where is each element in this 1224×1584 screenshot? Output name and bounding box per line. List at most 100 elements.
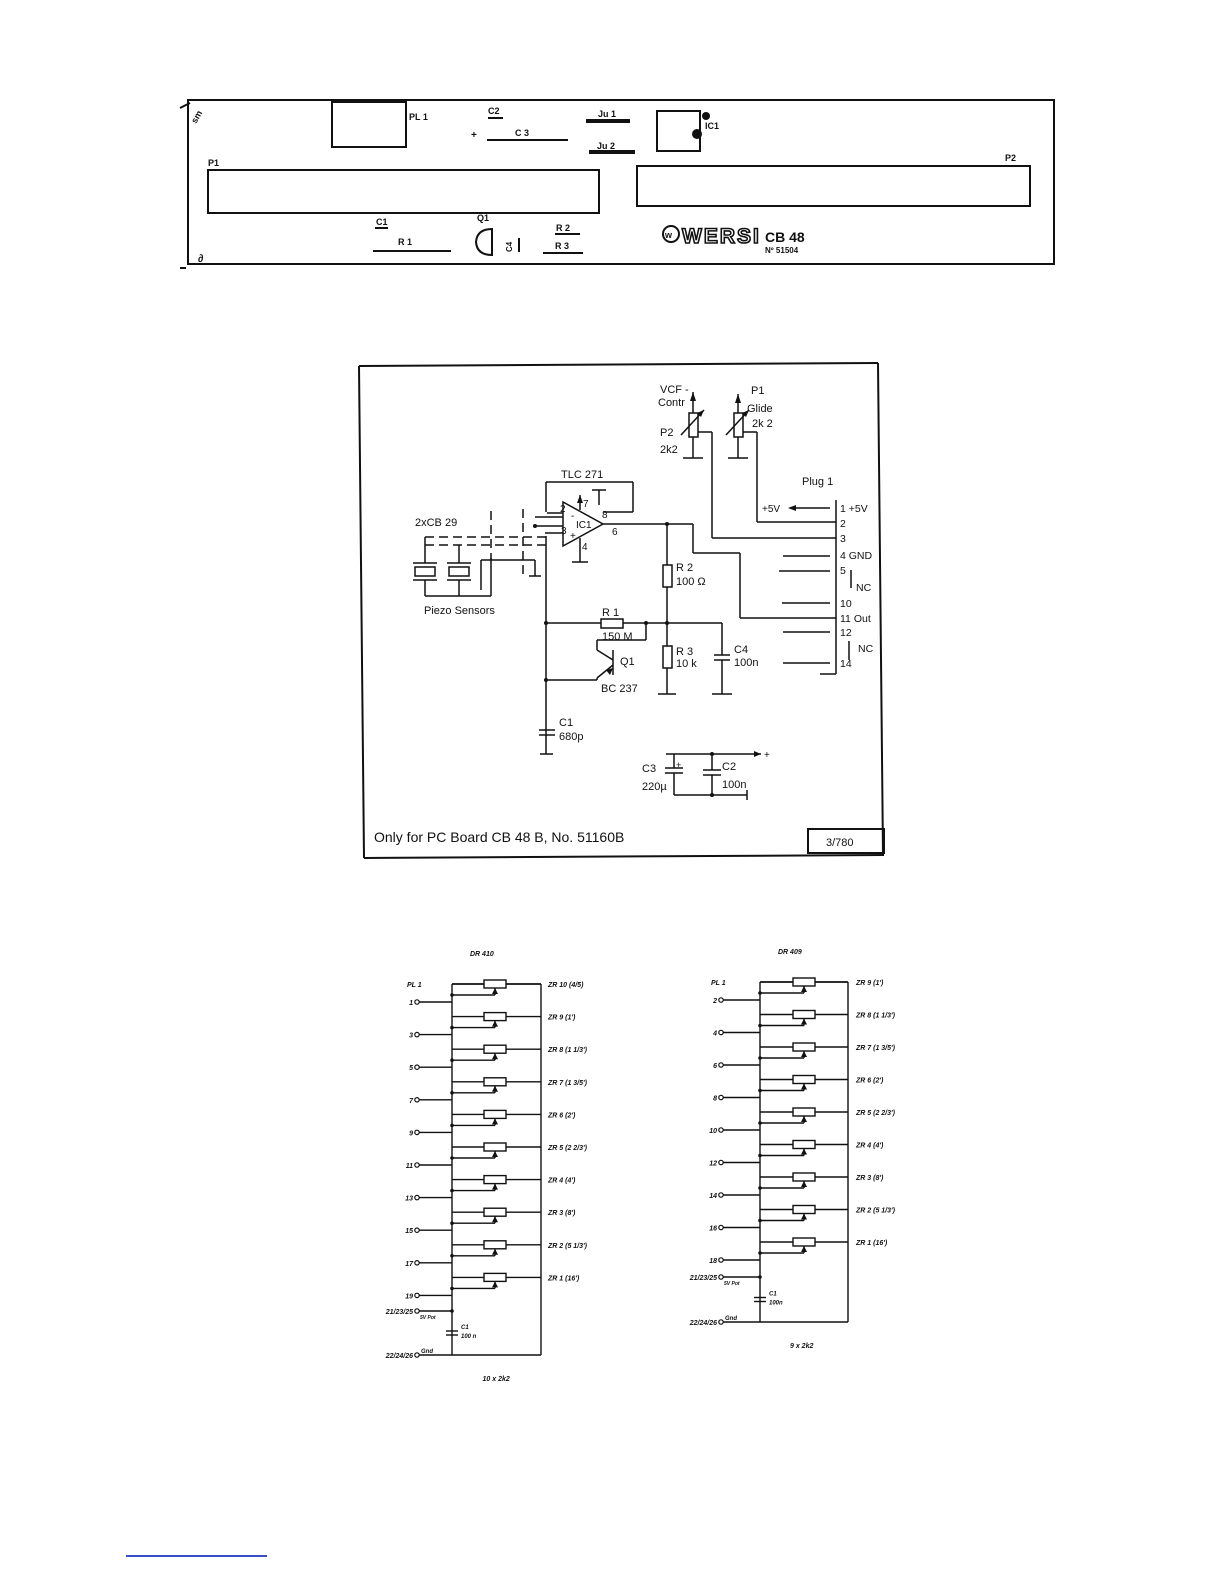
drawbar-pin: 1 [409,1000,413,1007]
ref-box [807,828,885,854]
sch-pin-8: 8 [602,510,608,521]
drawbar-pin: 9 [409,1130,413,1137]
sch-label-c3: C3 [642,763,656,775]
plug-pin: 4 GND [840,550,873,562]
sch-label-q1: Q1 [620,656,635,668]
sch-label-r3: R 3 [676,646,693,658]
sch-label-c3val: 220µ [642,781,667,793]
pcb-label-ic1: IC1 [705,121,719,131]
drawbar-gnd-label: Gnd [421,1349,433,1355]
sch-label-r2val: 100 Ω [676,576,706,588]
drawbar-cap: C1 [769,1292,777,1298]
drawbar-pin: 12 [709,1161,717,1168]
drawbar-pin: 3 [409,1033,413,1040]
sch-label-r2: R 2 [676,562,693,574]
pcb-label-c3: C 3 [515,128,529,138]
drawbar-pot [483,1207,507,1217]
drawbar-pin: 7 [409,1098,414,1105]
sch-pin-4: 4 [582,542,588,553]
drawbar-pin: 10 [709,1128,717,1135]
q1-footprint [474,227,493,257]
drawbar-title: DR 410 [470,951,494,958]
drawbar-pot [792,1139,816,1150]
sch-label-ic1: IC1 [576,520,592,531]
drawbar-label: ZR 10 (4/5) [547,982,584,989]
pcb-label-pl1: PL 1 [409,112,428,122]
sch-label-r1val: 150 M [602,631,633,643]
drawbar-label: ZR 3 (8') [855,1175,884,1182]
sch-label-p1val: 2k 2 [752,418,773,430]
pcb-label-p2: P2 [1005,153,1016,163]
drawbar-supply-label: 5V Pot [420,1315,436,1321]
drawbar-gnd-label: Gnd [725,1316,737,1322]
sch-pin-6: 6 [612,527,618,538]
drawbar-pot [483,1240,507,1250]
sch-label-bc: BC 237 [601,683,638,695]
drawbar-pin: 13 [405,1196,413,1203]
drawbar-supply-label: 5V Pot [724,1281,740,1287]
wersi-logo-icon: w WERSI [662,224,760,249]
sch-label-r1: R 1 [602,607,619,619]
drawbar-label: ZR 6 (2') [547,1112,576,1119]
sch-label-railplus: + [764,750,770,761]
plug-pin: 10 [840,598,852,610]
drawbar-pin: 19 [405,1293,413,1300]
pcb-label-c4: C4 [505,241,514,252]
drawbar-pot [483,1077,507,1087]
pcb-label-q1: Q1 [477,213,489,223]
drawbar-label: ZR 6 (2') [855,1078,884,1085]
drawbar-pin: 4 [712,1031,717,1038]
pcb-label-c1: C1 [376,217,388,227]
drawbar-pot [792,1204,816,1215]
drawbar-pot [483,1272,507,1283]
p1-connector [207,169,600,214]
pcb-outline [187,99,1055,265]
drawbar-supply: 21/23/25 [385,1309,413,1316]
drawbar-supply: 21/23/25 [689,1275,717,1282]
drawbar-label: ZR 1 (16') [547,1275,580,1282]
pcb-label-r1: R 1 [398,237,412,247]
drawbar-label: ZR 4 (4') [547,1178,576,1185]
drawbar-pot [792,1009,816,1020]
drawbar-gnd: 22/24/26 [689,1320,717,1327]
sch-pin-2: 2 [560,504,566,515]
svg-text:∂: ∂ [198,253,204,265]
pcb-number: Nº 51504 [765,246,799,255]
sch-label-p2: P2 [660,427,673,439]
drawbar-pin: 18 [709,1258,717,1265]
drawbar-count: 9 x 2k2 [790,1343,813,1350]
plug-pin: 14 [840,658,852,670]
plug-pin: 5 [840,565,846,577]
drawbar-label: ZR 9 (1') [855,980,884,987]
plug-pin: 3 [840,533,846,545]
pcb-label-r3: R 3 [555,241,569,251]
pcb-label-c2: C2 [488,106,500,116]
plug-pin-list: 1 +5V 2 3 4 GND 5 10 11 Out 12 14 NC NC [840,503,874,670]
plug-pin: 1 +5V [840,503,868,515]
drawbar-pot [483,1044,507,1054]
drawbar-pin: 8 [713,1096,717,1103]
sch-label-c1: C1 [559,717,573,729]
p2-connector [636,165,1031,207]
drawbar-pot [792,1042,816,1052]
plug-pin: 11 Out [840,613,871,625]
sch-label-c2: C2 [722,761,736,773]
drawbar-cap-val: 100n [769,1301,783,1307]
sch-label-r3val: 10 k [676,658,697,670]
drawbar-pot [483,1142,507,1152]
sch-label-p2val: 2k2 [660,444,678,456]
pcb-label-r2: R 2 [556,223,570,233]
drawbar-label: ZR 3 (8') [547,1210,576,1217]
plug-nc-1: NC [856,582,872,594]
drawbar-pot [792,1172,816,1182]
plug-pin: 2 [840,518,846,530]
drawbar-cap-val: 100 n [461,1334,477,1340]
sch-label-c4val: 100n [734,657,758,669]
sch-label-cb29: 2xCB 29 [415,517,457,529]
drawbar-pot [792,977,816,987]
drawbar-pin: 15 [405,1228,413,1235]
drawbar-pin: 16 [709,1226,717,1233]
sch-label-c4: C4 [734,644,748,656]
